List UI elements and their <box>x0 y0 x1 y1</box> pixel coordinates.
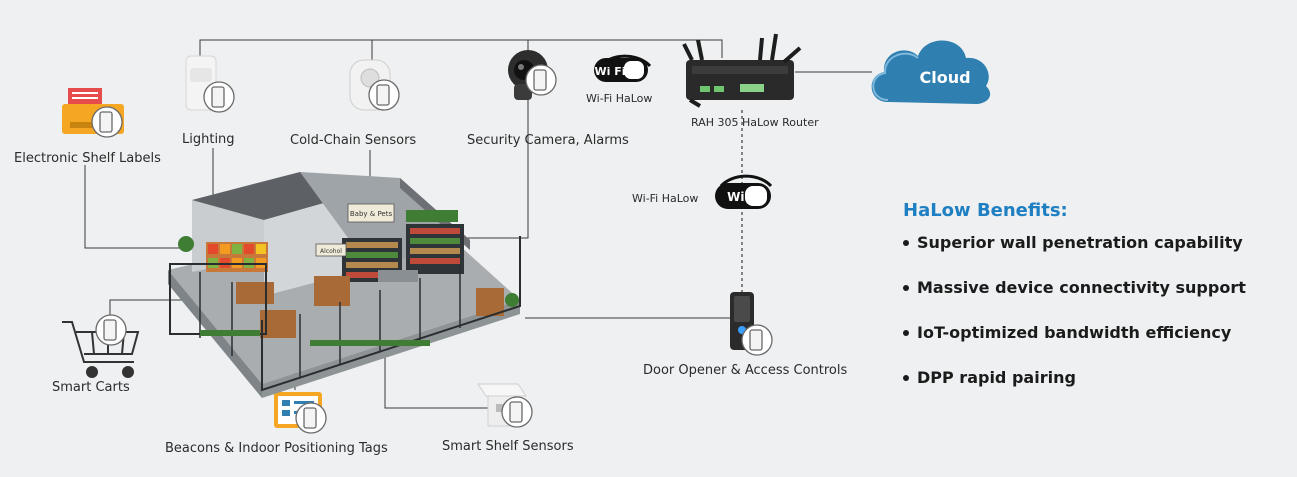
wifi-halow-mid-badge: Wi Fi <box>727 190 761 204</box>
beacons-label: Beacons & Indoor Positioning Tags <box>165 441 388 456</box>
benefits-list: Superior wall penetration capability Mas… <box>903 233 1246 413</box>
benefit-text: IoT-optimized bandwidth efficiency <box>917 323 1232 342</box>
wifi-halow-top-label: Wi-Fi HaLow <box>586 92 653 105</box>
cold-chain-sensors-label: Cold-Chain Sensors <box>290 133 417 148</box>
benefit-text: Superior wall penetration capability <box>917 233 1243 252</box>
wifi-halow-mid-icon <box>715 174 773 209</box>
door-opener-label: Door Opener & Access Controls <box>643 363 848 378</box>
module-badge-shelf-labels <box>91 106 123 138</box>
module-badge-camera <box>525 64 557 96</box>
wifi-halow-top-badge: Wi Fi <box>594 65 625 78</box>
store-sign-top: Baby & Pets <box>350 210 393 218</box>
halow-benefits-panel: HaLow Benefits: Superior wall penetratio… <box>903 200 1246 413</box>
electronic-shelf-labels-label: Electronic Shelf Labels <box>14 151 161 166</box>
module-badge-cold-chain <box>368 79 400 111</box>
benefits-title: HaLow Benefits: <box>903 200 1068 221</box>
smart-carts-label: Smart Carts <box>52 380 130 395</box>
benefit-item: Massive device connectivity support <box>903 278 1246 323</box>
retail-store-illustration <box>168 172 521 398</box>
module-badge-smart-carts <box>95 314 127 346</box>
camera-drop-line <box>460 98 529 239</box>
module-badge-lighting <box>203 81 235 113</box>
security-camera-label: Security Camera, Alarms <box>467 133 629 148</box>
shelf-labels-link-line <box>84 165 190 249</box>
cloud-icon <box>871 40 991 104</box>
wifi-halow-mid-label: Wi-Fi HaLow <box>632 192 699 205</box>
module-badge-door <box>741 324 773 356</box>
lighting-label: Lighting <box>182 132 235 147</box>
bullet-icon <box>903 374 909 381</box>
cloud-label: Cloud <box>919 68 971 87</box>
module-badge-shelf-sensors <box>501 396 533 428</box>
benefit-item: Superior wall penetration capability <box>903 233 1246 278</box>
router-icon <box>682 33 802 108</box>
halow-module-badges <box>91 64 773 434</box>
bullet-icon <box>903 239 909 246</box>
router-label: RAH 305 HaLow Router <box>691 116 819 129</box>
benefit-text: Massive device connectivity support <box>917 278 1246 297</box>
top-bus-line <box>199 39 723 60</box>
module-badge-beacons <box>295 402 327 434</box>
benefit-item: DPP rapid pairing <box>903 368 1246 413</box>
bullet-icon <box>903 329 909 336</box>
store-sign-side: Alcohol <box>320 248 342 255</box>
wifi-halow-top-icon <box>594 54 652 82</box>
smart-shelf-sensors-label: Smart Shelf Sensors <box>442 439 574 454</box>
benefit-text: DPP rapid pairing <box>917 368 1076 387</box>
bullet-icon <box>903 284 909 291</box>
benefit-item: IoT-optimized bandwidth efficiency <box>903 323 1246 368</box>
